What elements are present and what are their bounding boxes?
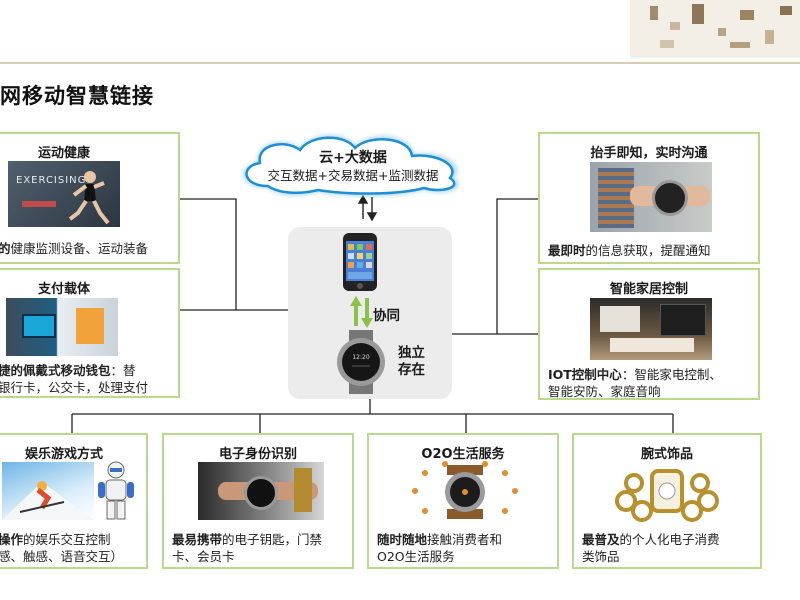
desc-text: 的电子钥匙，门禁: [222, 532, 323, 547]
image-caption: EXERCISING: [16, 175, 87, 186]
desc-text: 的信息获取，提醒通知: [585, 243, 711, 258]
desc-text: ：替: [110, 363, 136, 378]
desc-text: 的娱乐交互控制: [23, 532, 111, 547]
svg-text:12:20: 12:20: [352, 354, 369, 361]
desc-text: ：智能家电控制、: [621, 367, 722, 382]
payment-image: [6, 298, 118, 356]
desc-line2: 类饰品: [582, 549, 620, 564]
robot-icon: [98, 461, 134, 520]
desc-line2: O2O生活服务: [377, 549, 455, 564]
desc-bold: 的: [0, 241, 11, 256]
desc-bold: 随时随地: [377, 532, 428, 547]
desc-bold: 最即时: [548, 243, 586, 258]
card-electronic-identity: 电子身份识别 最易携带的电子钥匙，门禁 卡、会员卡: [162, 433, 354, 569]
smart-home-image: [590, 298, 712, 360]
sync-label: 协同: [373, 308, 400, 324]
card-title: 腕式饰品: [640, 447, 693, 462]
desc-text: 接触消费者和: [427, 532, 503, 547]
desc-bold: 操作: [0, 532, 24, 547]
desc-bold: 捷的佩戴式移动钱包: [0, 363, 111, 378]
smartphone-icon: [343, 233, 377, 291]
desc-bold: 最普及: [582, 532, 620, 547]
desc-bold: 最易携带: [172, 532, 223, 547]
watch-door-image: [198, 462, 324, 520]
header-bar: [0, 0, 800, 64]
card-smart-home: 智能家居控制 IOT控制中心：智能家电控制、 智能安防、家庭音响: [538, 268, 760, 400]
card-title: 抬手即知，实时沟通: [590, 146, 708, 161]
desc-line2: 感、触感、语音交互）: [0, 549, 124, 564]
page-title: 网移动智慧链接: [0, 84, 154, 108]
desc-bold: IOT控制中心: [548, 367, 622, 382]
card-title: 运动健康: [37, 146, 90, 161]
desc-line2: 智能安防、家庭音响: [548, 384, 661, 399]
independent-label-line1: 独立: [398, 345, 425, 361]
card-entertainment: 娱乐游戏方式 操作的娱乐交互控制 感、触感、语音交互）: [0, 433, 148, 569]
smartwatch-icon: 12:20: [337, 330, 385, 394]
skiing-image: [2, 462, 94, 520]
card-title: 娱乐游戏方式: [24, 447, 103, 462]
card-title: 电子身份识别: [218, 447, 297, 462]
desc-line2: 卡、会员卡: [172, 549, 235, 564]
runner-image: EXERCISING: [8, 161, 120, 227]
card-title: 支付载体: [37, 282, 90, 297]
card-o2o-services: O2O生活服务 随时随地接触消费者和 O2O生活服务: [367, 433, 559, 569]
cloud-title: 云+大数据: [319, 150, 387, 166]
card-sports-health: 运动健康 EXERCISING 的健康监测设备、运动装备: [0, 132, 180, 264]
header-decoration: [630, 0, 800, 58]
cloud-icon: [243, 134, 459, 197]
sync-arrows-icon: [350, 296, 373, 328]
bracelet-watch-icon: [615, 469, 719, 522]
card-instant-communication: 抬手即知，实时沟通 最即时的信息获取，提醒通知: [538, 132, 760, 264]
card-wrist-jewelry: 腕式饰品 最普及的个人化电子消费 类饰品: [572, 433, 762, 569]
wrist-watch-image: [590, 162, 712, 232]
desc-text: 的个人化电子消费: [619, 532, 720, 547]
cloud-subtitle: 交互数据+交易数据+监测数据: [267, 168, 439, 183]
independent-label-line2: 存在: [398, 362, 425, 378]
desc-text: 健康监测设备、运动装备: [10, 241, 149, 256]
card-title: O2O生活服务: [421, 447, 505, 462]
runner-figure-icon: [68, 171, 110, 225]
card-title: 智能家居控制: [609, 282, 688, 297]
desc-line2: 银行卡，公交卡，处理支付: [0, 380, 149, 395]
watch-services-icon: [412, 461, 518, 519]
card-payment-carrier: 支付载体 捷的佩戴式移动钱包：替 银行卡，公交卡，处理支付: [0, 268, 180, 398]
